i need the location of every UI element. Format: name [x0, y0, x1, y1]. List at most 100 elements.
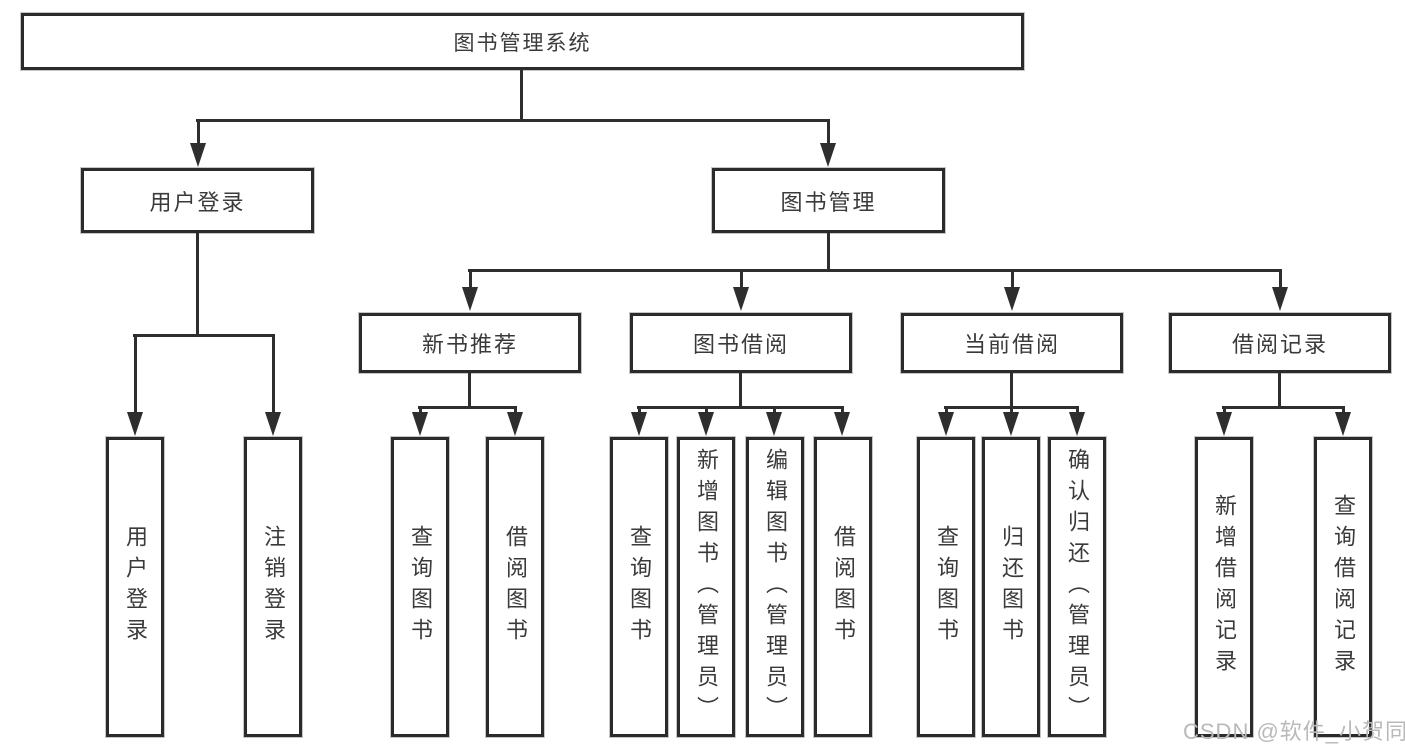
- arrow-down-icon: [127, 334, 143, 436]
- arrow-down-icon: [1272, 269, 1288, 311]
- arrow-head: [1272, 287, 1288, 311]
- connector-root-feed: [520, 68, 523, 119]
- arrow-head: [1003, 412, 1019, 436]
- arrow-stem: [196, 119, 200, 143]
- arrow-stem: [1278, 269, 1282, 287]
- arrow-down-icon: [1004, 269, 1020, 311]
- arrow-stem: [739, 269, 743, 287]
- arrow-stem: [468, 269, 472, 287]
- leaf-current-query: 查询图书: [916, 436, 976, 738]
- leaf-records-add-label: 新增借阅记录: [1212, 494, 1237, 680]
- arrow-head: [834, 412, 850, 436]
- connector-current-borrow-feed: [1010, 373, 1013, 406]
- arrow-head: [1069, 412, 1085, 436]
- arrow-down-icon: [631, 406, 647, 436]
- arrow-down-icon: [938, 406, 954, 436]
- arrow-stem: [772, 406, 776, 412]
- arrow-down-icon: [1216, 406, 1232, 436]
- arrow-head: [1335, 412, 1351, 436]
- arrow-head: [1004, 287, 1020, 311]
- arrow-head: [766, 412, 782, 436]
- leaf-borrow-book-label: 借阅图书: [831, 525, 856, 649]
- node-new-book-recommend-label: 新书推荐: [421, 332, 518, 357]
- node-book-management: 图书管理: [711, 167, 946, 234]
- leaf-borrow-edit-admin: 编辑图书（管理员）: [745, 436, 805, 738]
- arrow-head: [127, 412, 143, 436]
- leaf-newbooks-query-label: 查询图书: [408, 525, 433, 649]
- arrow-head: [631, 412, 647, 436]
- arrow-down-icon: [820, 119, 836, 167]
- connector-user-login-spread: [133, 334, 274, 337]
- arrow-stem: [1341, 406, 1345, 412]
- node-book-management-label: 图书管理: [780, 189, 877, 215]
- arrow-head: [412, 412, 428, 436]
- arrow-head: [265, 412, 281, 436]
- node-user-login: 用户登录: [80, 167, 315, 234]
- leaf-records-query-label: 查询借阅记录: [1331, 494, 1356, 680]
- arrow-stem: [1075, 406, 1079, 412]
- csdn-watermark: CSDN @软件_小贺同学: [1183, 719, 1405, 744]
- arrow-down-icon: [507, 406, 523, 436]
- leaf-newbooks-borrow: 借阅图书: [485, 436, 545, 738]
- leaf-borrow-query: 查询图书: [609, 436, 669, 738]
- leaf-records-add: 新增借阅记录: [1194, 436, 1254, 738]
- connector-level3-spread: [468, 269, 1282, 272]
- leaf-newbooks-borrow-label: 借阅图书: [503, 525, 528, 649]
- node-new-book-recommend: 新书推荐: [358, 312, 582, 374]
- leaf-user-login-label: 用户登录: [123, 525, 148, 649]
- arrow-stem: [1222, 406, 1226, 412]
- arrow-head: [698, 412, 714, 436]
- node-current-borrow: 当前借阅: [900, 312, 1124, 374]
- arrow-stem: [271, 334, 275, 412]
- node-borrow-records: 借阅记录: [1168, 312, 1392, 374]
- arrow-down-icon: [190, 119, 206, 167]
- arrow-stem: [826, 119, 830, 143]
- connector-book-borrow-feed: [739, 373, 742, 406]
- node-borrow-records-label: 借阅记录: [1231, 332, 1328, 357]
- connector-book-mgmt-feed: [827, 233, 830, 269]
- node-current-borrow-label: 当前借阅: [963, 332, 1060, 357]
- arrow-down-icon: [1003, 406, 1019, 436]
- arrow-stem: [944, 406, 948, 412]
- node-root-system: 图书管理系统: [20, 12, 1025, 71]
- connector-borrow-records-spread: [1222, 406, 1345, 409]
- arrow-down-icon: [1069, 406, 1085, 436]
- connector-level2-spread: [196, 119, 830, 122]
- leaf-current-return: 归还图书: [981, 436, 1041, 738]
- leaf-borrow-edit-admin-label: 编辑图书（管理员）: [763, 447, 788, 727]
- arrow-stem: [840, 406, 844, 412]
- node-root-system-label: 图书管理系统: [453, 31, 592, 55]
- arrow-down-icon: [1335, 406, 1351, 436]
- connector-new-books-feed: [468, 373, 471, 406]
- arrow-down-icon: [766, 406, 782, 436]
- leaf-current-confirm-admin: 确认归还（管理员）: [1047, 436, 1107, 738]
- leaf-borrow-query-label: 查询图书: [627, 525, 652, 649]
- node-user-login-label: 用户登录: [149, 189, 246, 215]
- leaf-current-query-label: 查询图书: [934, 525, 959, 649]
- leaf-logout: 注销登录: [243, 436, 303, 738]
- arrow-stem: [704, 406, 708, 412]
- leaf-current-confirm-admin-label: 确认归还（管理员）: [1065, 447, 1090, 727]
- leaf-borrow-add-admin-label: 新增图书（管理员）: [694, 447, 719, 727]
- arrow-down-icon: [462, 269, 478, 311]
- arrow-head: [733, 287, 749, 311]
- arrow-stem: [1009, 406, 1013, 412]
- leaf-logout-label: 注销登录: [261, 525, 286, 649]
- arrow-stem: [637, 406, 641, 412]
- arrow-head: [1216, 412, 1232, 436]
- connector-user-login-feed: [196, 233, 199, 334]
- arrow-stem: [1010, 269, 1014, 287]
- arrow-stem: [513, 406, 517, 412]
- leaf-borrow-add-admin: 新增图书（管理员）: [676, 436, 736, 738]
- node-book-borrow-label: 图书借阅: [692, 332, 789, 357]
- arrow-down-icon: [265, 334, 281, 436]
- arrow-stem: [133, 334, 137, 412]
- node-book-borrow: 图书借阅: [629, 312, 853, 374]
- arrow-head: [190, 143, 206, 167]
- leaf-records-query: 查询借阅记录: [1313, 436, 1373, 738]
- arrow-down-icon: [412, 406, 428, 436]
- connector-book-borrow-spread: [637, 406, 844, 409]
- leaf-borrow-book: 借阅图书: [813, 436, 873, 738]
- arrow-down-icon: [834, 406, 850, 436]
